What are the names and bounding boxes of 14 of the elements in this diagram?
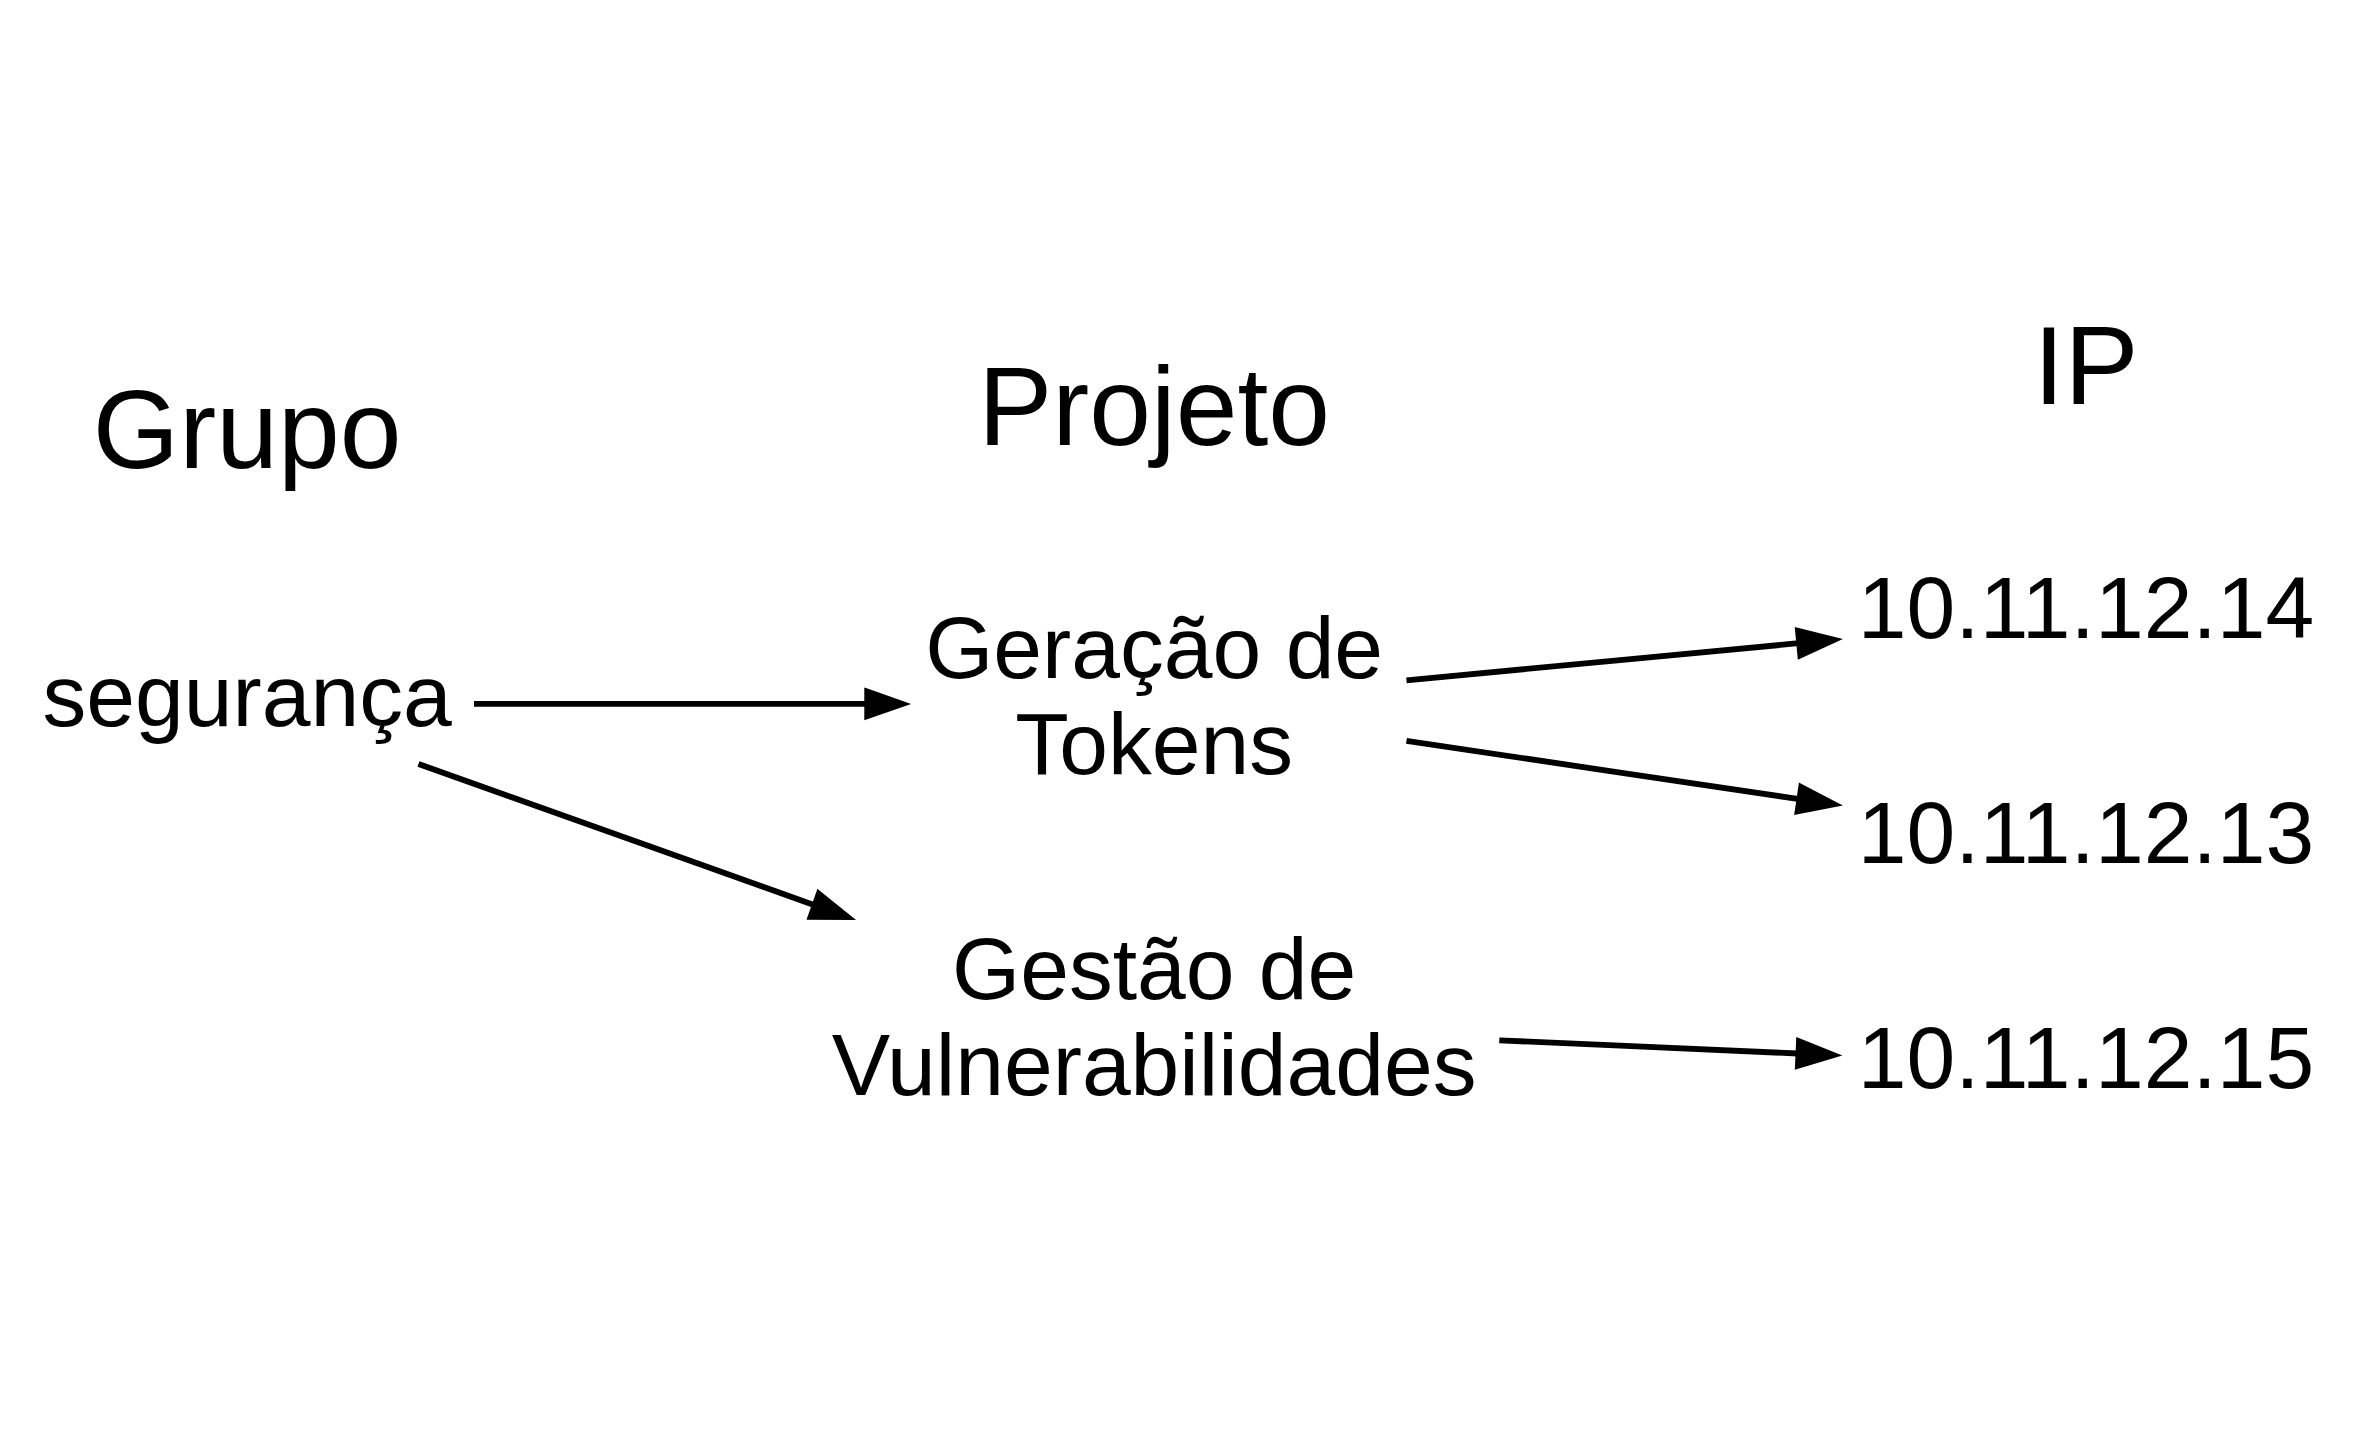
node-text: segurança [42,646,452,745]
label: IP [2033,303,2139,428]
node-text: 10.11.12.14 [1857,558,2315,657]
node-text: 10.11.12.13 [1857,783,2315,882]
node-text: Geração de Tokens [925,598,1384,793]
node-text: 10.11.12.15 [1857,1008,2315,1107]
arrow [473,687,912,720]
arrow [417,760,857,920]
label: Projeto [978,344,1331,469]
arrow [1499,1036,1843,1070]
arrow [1406,626,1843,683]
node-text: Gestão de Vulnerabilidades [831,919,1477,1114]
arrow [1406,737,1843,815]
label: Grupo [92,367,402,492]
